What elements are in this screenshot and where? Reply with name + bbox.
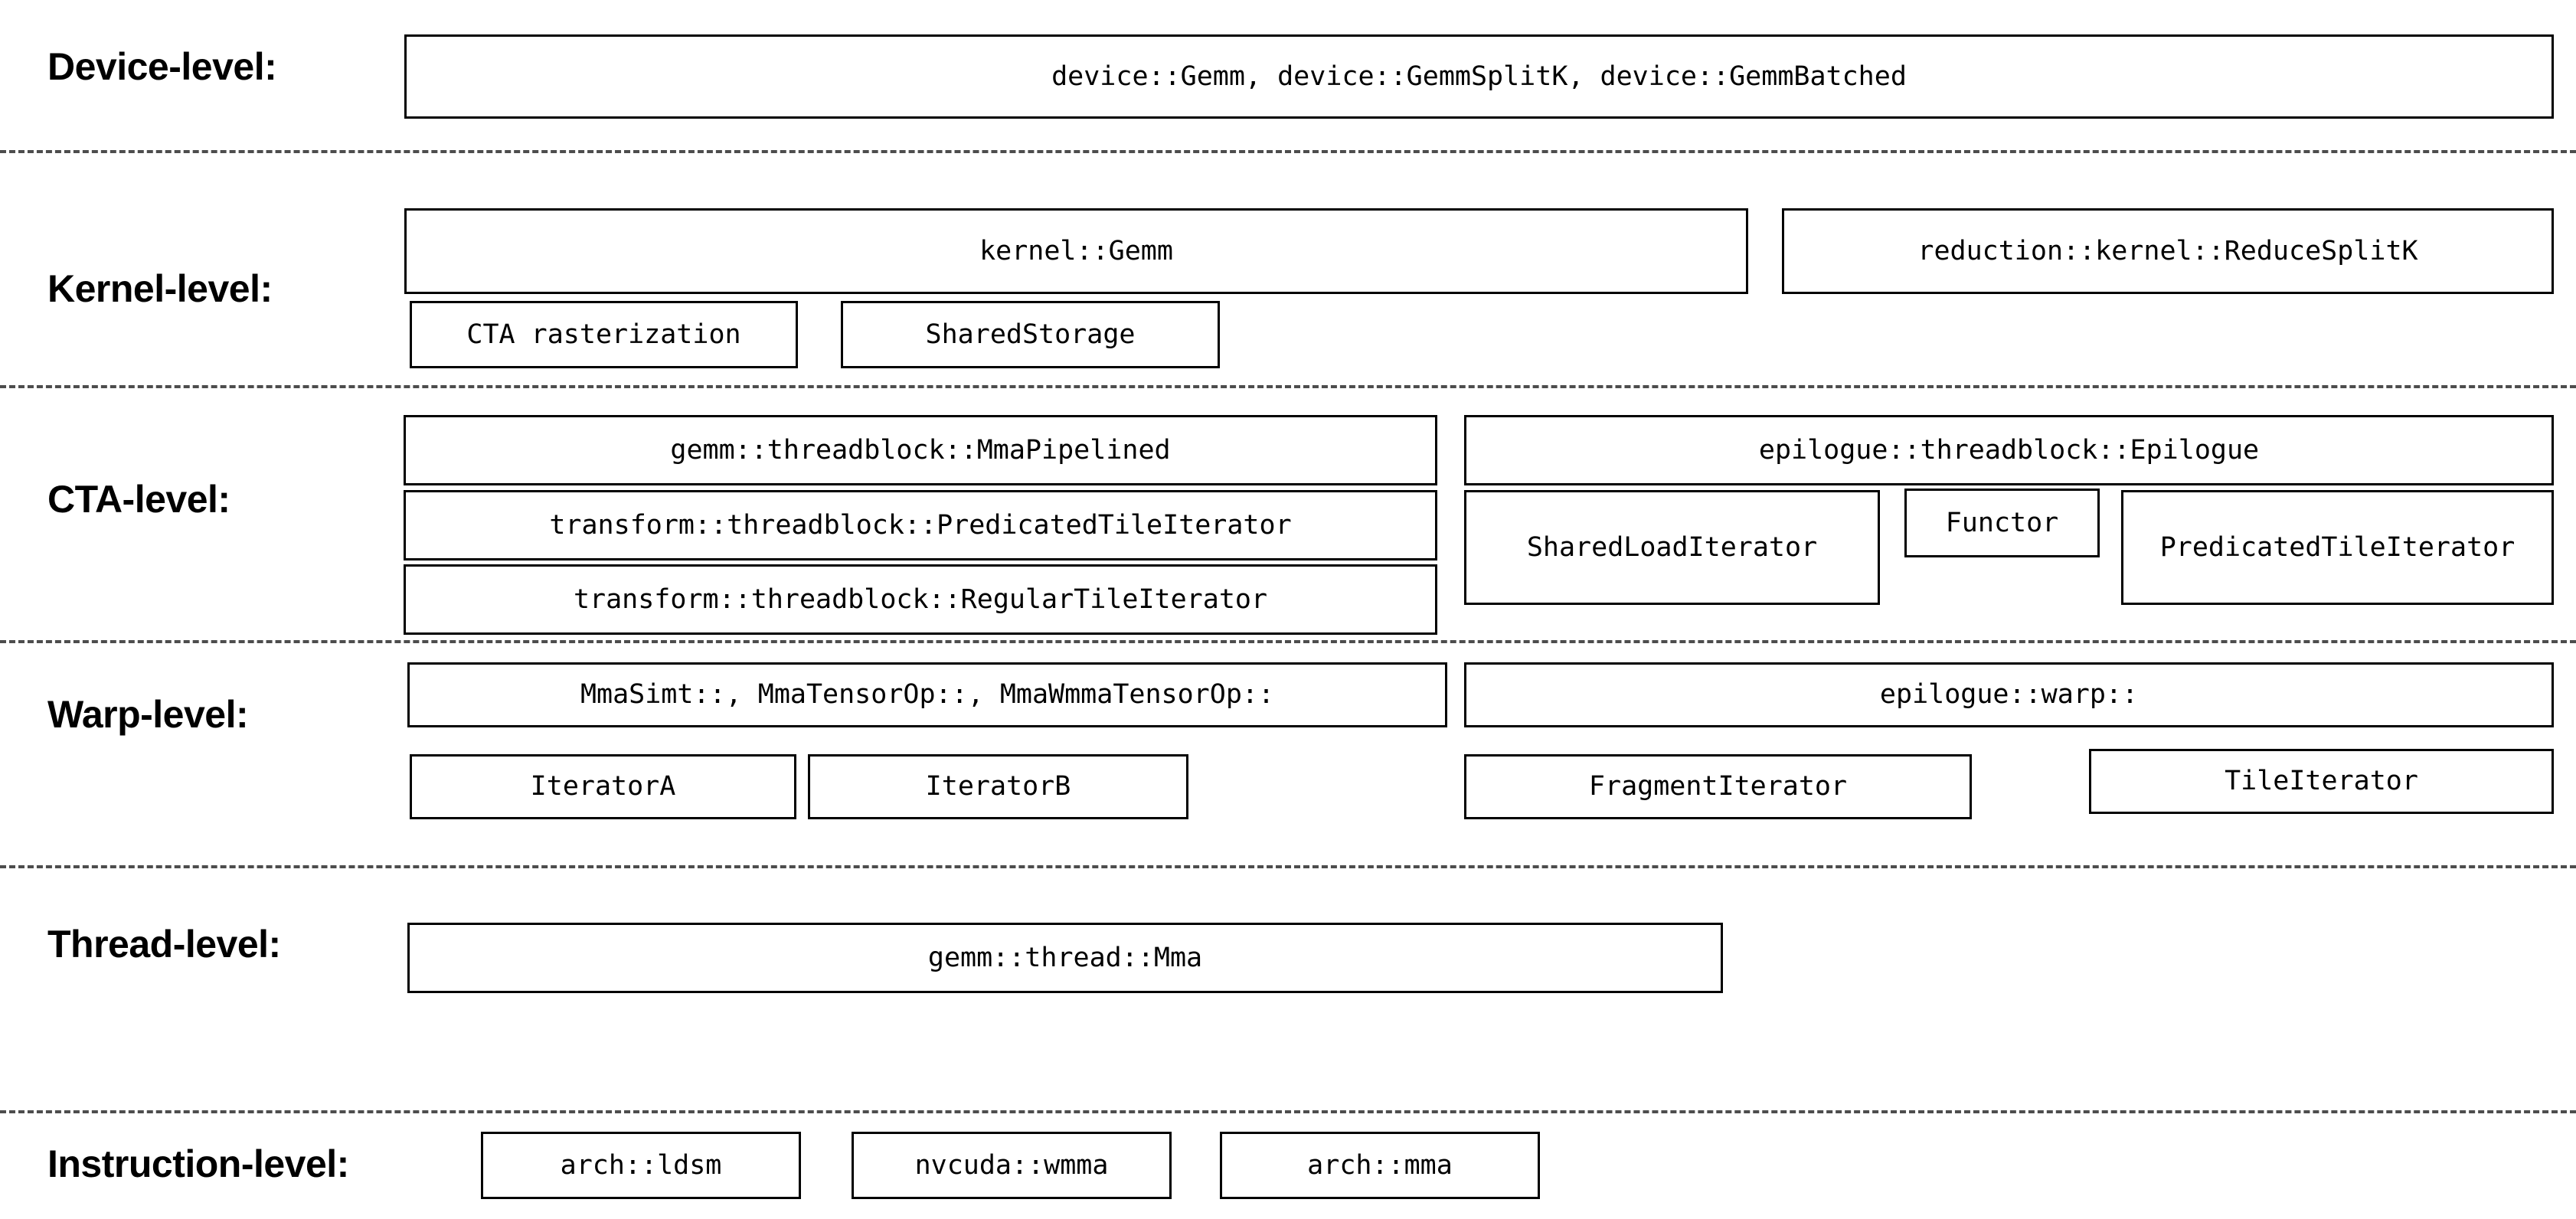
box-gemm-thread-mma: gemm::thread::Mma xyxy=(407,923,1723,993)
box-label: CTA rasterization xyxy=(466,319,741,350)
divider-kernel-cta xyxy=(0,385,2576,388)
box-label: IteratorB xyxy=(925,771,1071,802)
box-label: transform::threadblock::PredicatedTileIt… xyxy=(549,509,1292,541)
row-label-kernel-level: Kernel-level: xyxy=(47,267,273,310)
box-warp-mma-variants: MmaSimt::, MmaTensorOp::, MmaWmmaTensorO… xyxy=(407,662,1447,727)
box-label: FragmentIterator xyxy=(1588,771,1848,802)
box-label: PredicatedTileIterator xyxy=(2159,531,2516,563)
box-sharedstorage: SharedStorage xyxy=(841,301,1220,368)
box-transform-threadblock-predicatedtileiterator: transform::threadblock::PredicatedTileIt… xyxy=(404,490,1437,560)
box-label: arch::mma xyxy=(1307,1149,1453,1181)
box-transform-threadblock-regulartileiterator: transform::threadblock::RegularTileItera… xyxy=(404,564,1437,635)
box-label: nvcuda::wmma xyxy=(914,1149,1109,1181)
box-kernel-gemm: kernel::Gemm xyxy=(404,208,1748,294)
divider-thread-instruction xyxy=(0,1110,2576,1113)
divider-cta-warp xyxy=(0,640,2576,643)
box-iterator-b: IteratorB xyxy=(808,754,1188,819)
box-label: epilogue::warp:: xyxy=(1879,679,2139,710)
row-label-device-level: Device-level: xyxy=(47,45,277,88)
box-gemm-threadblock-mmapipelined: gemm::threadblock::MmaPipelined xyxy=(404,415,1437,485)
box-label: gemm::thread::Mma xyxy=(927,942,1203,973)
row-label-thread-level: Thread-level: xyxy=(47,923,281,966)
box-label: TileIterator xyxy=(2225,766,2418,796)
box-label: device::Gemm, device::GemmSplitK, device… xyxy=(1051,60,1907,92)
box-label: MmaSimt::, MmaTensorOp::, MmaWmmaTensorO… xyxy=(580,679,1275,710)
box-label: reduction::kernel::ReduceSplitK xyxy=(1917,235,2418,266)
box-label: epilogue::threadblock::Epilogue xyxy=(1758,434,2260,466)
row-label-cta-level: CTA-level: xyxy=(47,478,230,521)
divider-warp-thread xyxy=(0,865,2576,868)
box-epilogue-threadblock-epilogue: epilogue::threadblock::Epilogue xyxy=(1464,415,2554,485)
divider-device-kernel xyxy=(0,150,2576,153)
box-label: transform::threadblock::RegularTileItera… xyxy=(573,583,1268,615)
row-label-warp-level: Warp-level: xyxy=(47,693,249,736)
box-label: SharedStorage xyxy=(925,319,1136,350)
box-label: kernel::Gemm xyxy=(979,235,1173,266)
box-label: SharedLoadIterator xyxy=(1526,531,1818,563)
box-functor: Functor xyxy=(1904,489,2100,557)
box-arch-mma: arch::mma xyxy=(1220,1132,1540,1199)
box-label: Functor xyxy=(1945,507,2059,538)
box-label: arch::ldsm xyxy=(560,1149,722,1181)
box-label: gemm::threadblock::MmaPipelined xyxy=(670,434,1171,466)
box-epilogue-warp: epilogue::warp:: xyxy=(1464,662,2554,727)
box-fragmentiterator: FragmentIterator xyxy=(1464,754,1972,819)
box-tileiterator: TileIterator xyxy=(2089,749,2554,814)
row-label-instruction-level: Instruction-level: xyxy=(47,1142,349,1185)
box-sharedloaditerator: SharedLoadIterator xyxy=(1464,490,1880,605)
box-label: IteratorA xyxy=(530,771,676,802)
box-nvcuda-wmma: nvcuda::wmma xyxy=(852,1132,1172,1199)
box-iterator-a: IteratorA xyxy=(410,754,796,819)
box-device-gemm: device::Gemm, device::GemmSplitK, device… xyxy=(404,34,2554,119)
box-reduction-kernel-reducesplitk: reduction::kernel::ReduceSplitK xyxy=(1782,208,2554,294)
box-arch-ldsm: arch::ldsm xyxy=(481,1132,801,1199)
box-cta-rasterization: CTA rasterization xyxy=(410,301,798,368)
box-epilogue-predicatedtileiterator: PredicatedTileIterator xyxy=(2121,490,2554,605)
